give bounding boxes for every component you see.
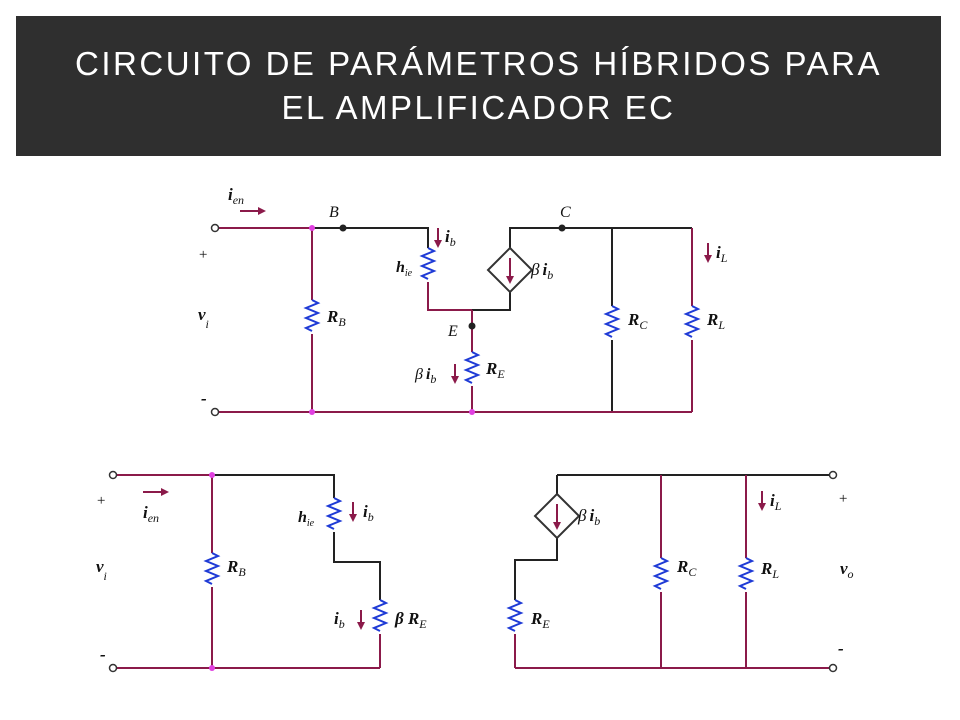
- top-label-node-c: C: [560, 204, 571, 221]
- top-label-minus: -: [201, 389, 207, 408]
- bl-label-rb: RB: [226, 557, 246, 579]
- bl-node-top: [209, 472, 215, 478]
- bl-resistor-hie: [325, 497, 343, 530]
- br-resistor-rl: [737, 557, 755, 590]
- br-label-rc: RC: [676, 557, 697, 579]
- br-label-il: iL: [770, 491, 782, 513]
- top-resistor-rc: [603, 305, 621, 338]
- top-label-ien: ien: [228, 185, 244, 207]
- title-line-1: CIRCUITO DE PARÁMETROS HÍBRIDOS PARA: [75, 45, 882, 82]
- top-input-terminal-top: [210, 223, 220, 233]
- top-wire-base: [312, 227, 429, 248]
- br-resistor-rc: [652, 557, 670, 590]
- top-node-c: [558, 224, 566, 232]
- top-label-plus: +: [198, 247, 208, 263]
- br-label-plus: +: [838, 491, 848, 507]
- top-node-b: [339, 224, 347, 232]
- br-output-terminal-top: [828, 470, 838, 480]
- bl-wire-mid: [333, 532, 381, 600]
- bl-label-hie: hie: [298, 509, 315, 529]
- top-wire-hie-down: [427, 282, 472, 311]
- top-label-re: RE: [485, 359, 505, 381]
- top-resistor-rb: [303, 299, 321, 332]
- top-wire-collector: [509, 227, 692, 248]
- top-node-rb: [309, 225, 315, 231]
- bl-label-minus: -: [100, 645, 106, 664]
- top-label-hie: hie: [396, 259, 413, 279]
- br-label-rl: RL: [760, 559, 779, 581]
- top-label-vi: vi: [198, 305, 209, 331]
- bl-resistor-rb: [203, 552, 221, 585]
- bl-label-beta-re: β RE: [394, 609, 427, 631]
- br-label-re: RE: [530, 609, 550, 631]
- bl-input-terminal-bottom: [108, 663, 118, 673]
- title-bar: CIRCUITO DE PARÁMETROS HÍBRIDOS PARA EL …: [16, 16, 941, 156]
- top-label-il: iL: [716, 243, 728, 265]
- top-node-bottom-rb: [309, 409, 315, 415]
- bl-label-ien: ien: [143, 503, 159, 525]
- bl-label-ib-top: ib: [363, 502, 374, 524]
- bl-resistor-bre: [371, 599, 389, 632]
- top-resistor-hie: [419, 247, 437, 280]
- top-resistor-rl: [683, 305, 701, 338]
- br-label-minus: -: [838, 639, 844, 658]
- top-label-rl: RL: [706, 310, 725, 332]
- top-resistor-re: [463, 351, 481, 384]
- bl-label-ib-bottom: ib: [334, 609, 345, 631]
- title-line-2: EL AMPLIFICADOR EC: [281, 89, 676, 126]
- top-input-terminal-bottom: [210, 407, 220, 417]
- br-wire-source-down: [514, 538, 558, 600]
- br-label-vo: vo: [840, 559, 854, 581]
- br-resistor-re: [506, 599, 524, 632]
- top-node-e: [468, 322, 476, 330]
- top-label-ib: ib: [445, 227, 456, 249]
- bl-label-vi: vi: [96, 557, 107, 583]
- bl-input-terminal-top: [108, 470, 118, 480]
- bottom-left-circuit: + - ien vi RB hie ib ib β RE: [96, 470, 427, 673]
- top-label-node-b: B: [329, 204, 339, 221]
- top-wire-emitter: [472, 292, 511, 311]
- top-node-bottom-re: [469, 409, 475, 415]
- bl-wire-top: [212, 474, 335, 498]
- br-output-terminal-bottom: [828, 663, 838, 673]
- top-label-node-e: E: [447, 323, 458, 340]
- bl-label-plus: +: [96, 493, 106, 509]
- top-label-rc: RC: [627, 310, 648, 332]
- bl-node-bottom: [209, 665, 215, 671]
- top-label-rb: RB: [326, 307, 346, 329]
